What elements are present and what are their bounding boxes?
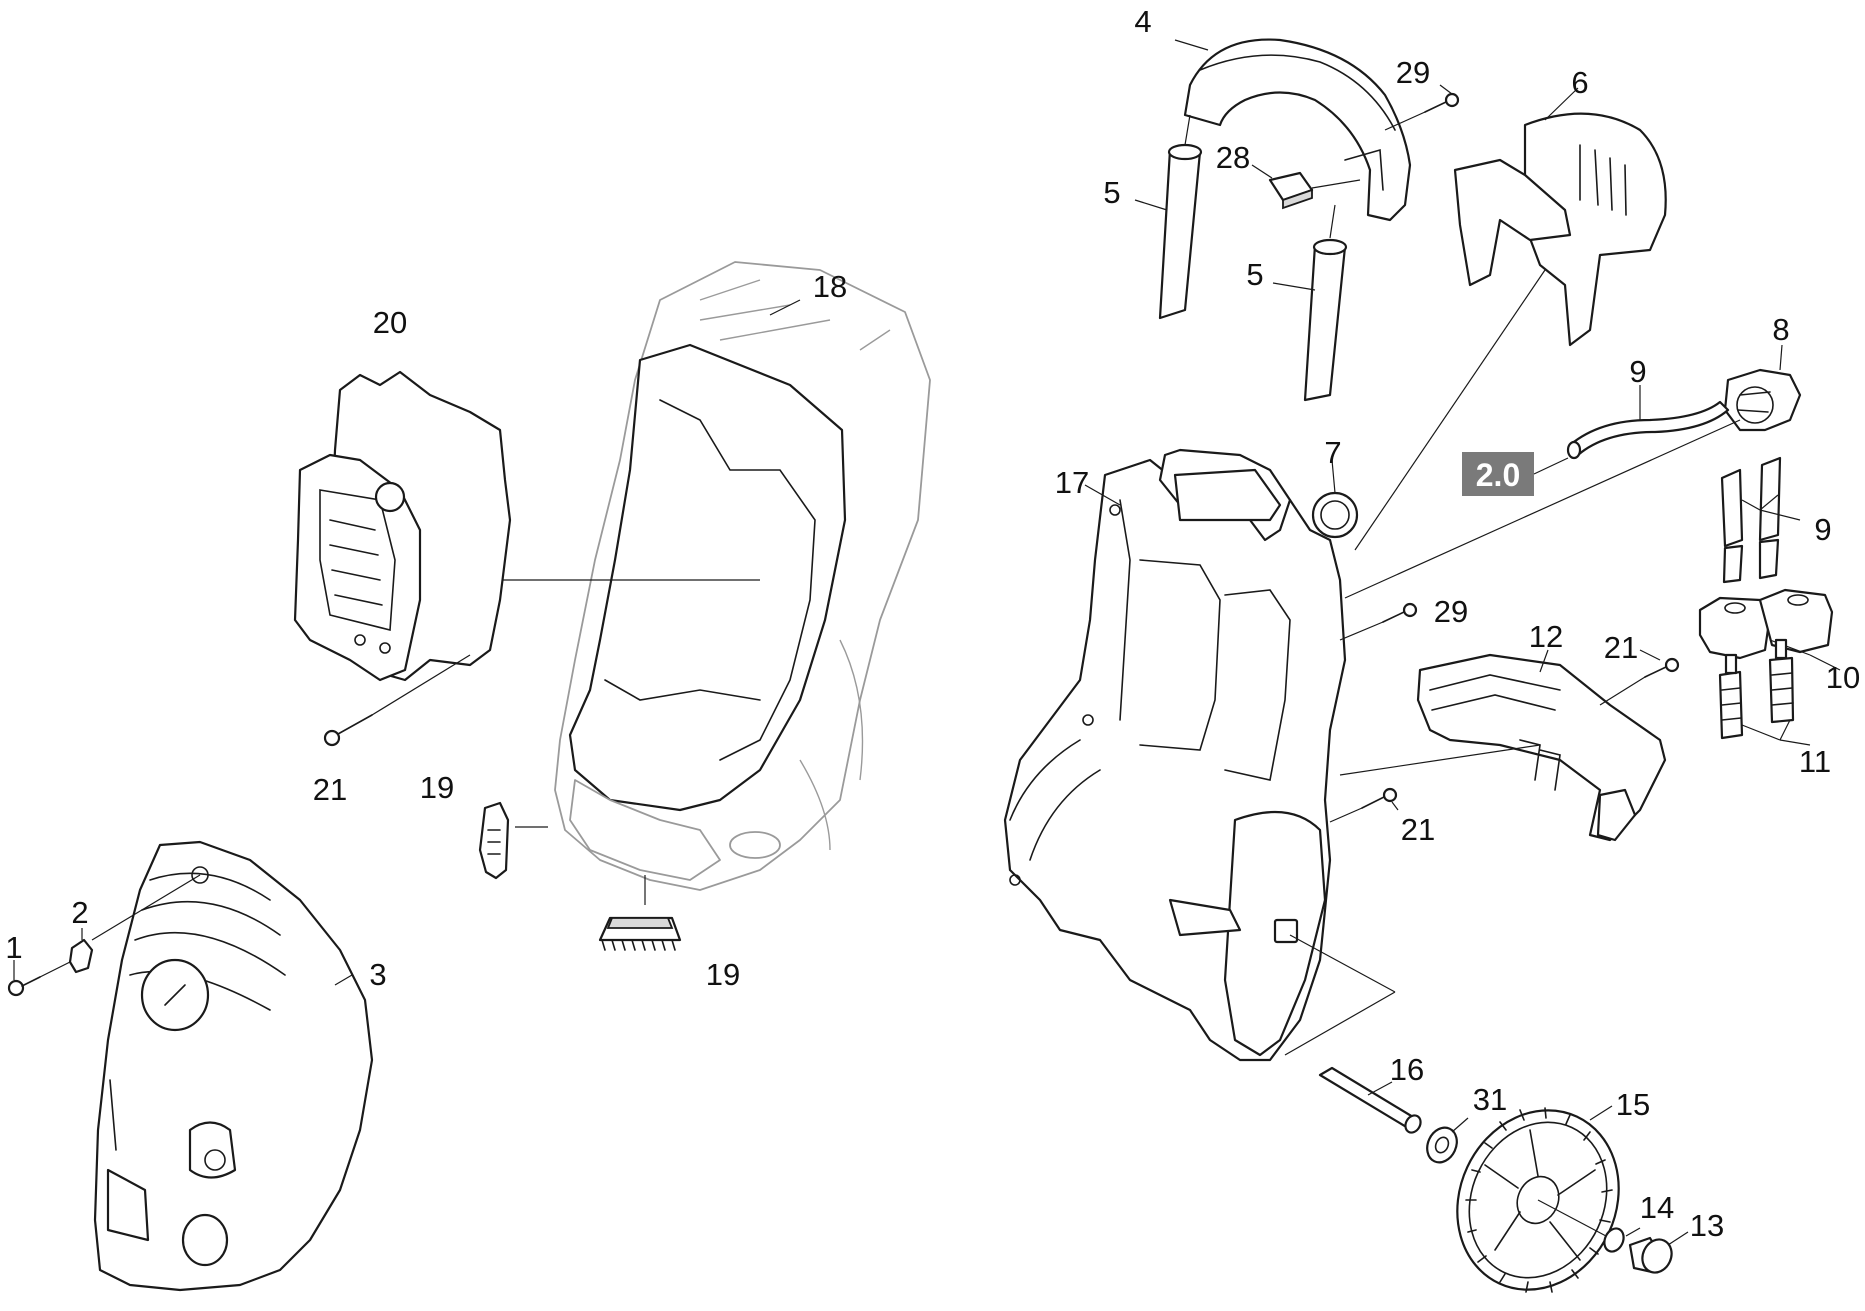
label-18: 18: [813, 269, 847, 304]
leader-18: [769, 299, 801, 316]
part-21-screw-left: [323, 654, 471, 747]
part-15-wheel: [1456, 1105, 1620, 1293]
part-20-switch-box: [293, 370, 512, 682]
label-31: 31: [1473, 1082, 1507, 1117]
part-10-caps: [1698, 588, 1841, 671]
label-3: 3: [369, 957, 386, 992]
label-15: 15: [1616, 1087, 1650, 1122]
label-19a: 19: [420, 770, 454, 805]
part-8-connector: [1344, 344, 1802, 599]
label-28: 28: [1216, 140, 1250, 175]
label-1: 1: [5, 930, 22, 965]
part-11-filters: [1718, 638, 1811, 746]
label-2: 2: [71, 895, 88, 930]
part-5-tube-left: [1134, 114, 1203, 320]
label-29a: 29: [1396, 55, 1430, 90]
label-29b: 29: [1434, 594, 1468, 629]
label-14: 14: [1640, 1190, 1674, 1225]
label-10: 10: [1826, 660, 1860, 695]
part-1-screw: [7, 960, 71, 997]
part-19-clip-lower: [598, 916, 682, 951]
part-labels: 1 2 3 4 5 5 6 7 8 9 9 10 11 12 13 14 15 …: [5, 4, 1860, 1243]
label-17: 17: [1055, 465, 1089, 500]
part-16-axle: [1318, 1066, 1422, 1134]
part-29-screw-top: [1384, 84, 1460, 131]
label-8: 8: [1772, 312, 1789, 347]
part-12-guard: [1339, 649, 1667, 842]
label-4: 4: [1134, 4, 1151, 39]
part-21-screw-right-lower: [1329, 787, 1399, 823]
leader-3: [334, 974, 353, 986]
label-21c: 21: [1401, 812, 1435, 847]
label-12: 12: [1529, 619, 1563, 654]
part-4-handle: [1174, 38, 1412, 222]
label-13: 13: [1690, 1208, 1724, 1243]
part-5-tube-right: [1272, 204, 1348, 402]
badge-text: 2.0: [1476, 457, 1520, 493]
label-19b: 19: [706, 957, 740, 992]
label-11: 11: [1799, 744, 1831, 779]
label-9a: 9: [1629, 354, 1646, 389]
part-9-hoses-pair: [1720, 456, 1801, 584]
label-20: 20: [373, 305, 407, 340]
part-6-hose-holder: [1354, 87, 1667, 551]
part-2-clip: [68, 874, 201, 974]
part-29-screw-mid: [1339, 602, 1418, 641]
part-31-washer: [1426, 1117, 1469, 1164]
part-14-washer: [1537, 1199, 1641, 1253]
label-5a: 5: [1103, 175, 1120, 210]
part-3-front-cover: [93, 840, 374, 1292]
part-17-frame: [1003, 448, 1347, 1062]
label-5b: 5: [1246, 257, 1263, 292]
label-7: 7: [1324, 435, 1341, 470]
label-9b: 9: [1814, 512, 1831, 547]
part-13-hub-cap: [1628, 1231, 1689, 1274]
part-18-housing: [554, 261, 931, 891]
label-6: 6: [1571, 65, 1588, 100]
part-19-latch-upper: [478, 801, 510, 880]
part-9-hose-upper: [1566, 385, 1730, 460]
label-21b: 21: [1604, 630, 1638, 665]
label-16: 16: [1390, 1052, 1424, 1087]
part-21-screw-right-upper: [1599, 649, 1680, 706]
part-28-clip: [1251, 164, 1361, 210]
axle-leaders: [1284, 934, 1396, 1056]
part-7-ring: [1311, 459, 1359, 539]
label-21a: 21: [313, 772, 347, 807]
revision-badge: 2.0: [1462, 452, 1569, 496]
